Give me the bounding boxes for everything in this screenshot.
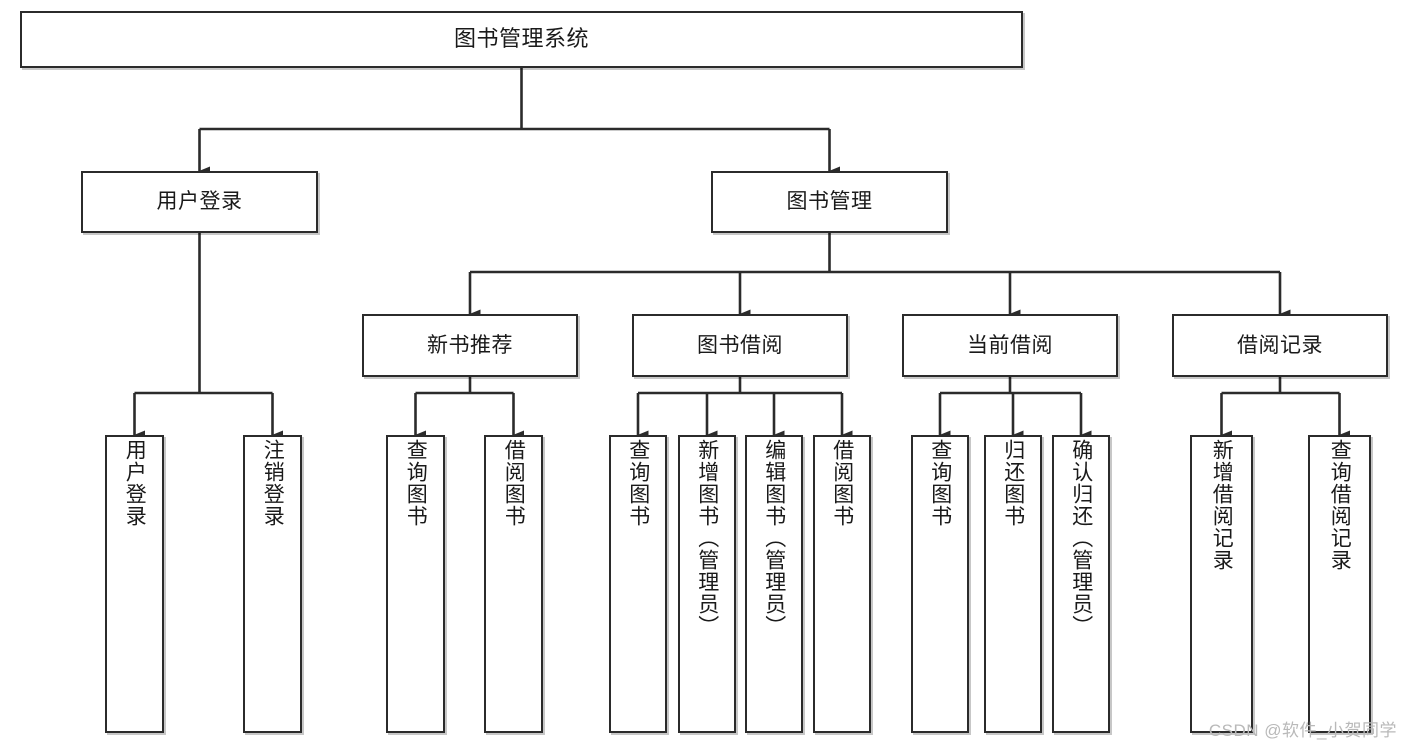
- node-current[interactable]: 当前借阅: [902, 314, 1118, 377]
- node-label: 查询图书: [626, 439, 650, 527]
- node-label: 图书管理: [786, 190, 873, 214]
- node-label: 当前借阅: [967, 333, 1053, 357]
- node-leaf5[interactable]: 查询图书: [609, 435, 667, 733]
- node-root[interactable]: 图书管理系统: [20, 11, 1023, 68]
- node-label: 新增借阅记录: [1210, 439, 1234, 571]
- node-label: 归还图书: [1001, 439, 1025, 527]
- node-label: 查询图书: [404, 439, 428, 527]
- node-leaf2[interactable]: 注销登录: [243, 435, 302, 733]
- node-label: 确认归还（管理员）: [1069, 439, 1093, 637]
- node-borrow[interactable]: 图书借阅: [632, 314, 848, 377]
- node-leaf1[interactable]: 用户登录: [105, 435, 164, 733]
- node-leaf7[interactable]: 编辑图书（管理员）: [745, 435, 803, 733]
- node-label: 查询图书: [928, 439, 952, 527]
- node-label: 图书管理系统: [453, 26, 589, 52]
- node-records[interactable]: 借阅记录: [1172, 314, 1388, 377]
- node-label: 图书借阅: [697, 333, 783, 357]
- node-leaf10[interactable]: 归还图书: [984, 435, 1042, 733]
- node-label: 编辑图书（管理员）: [762, 439, 786, 637]
- node-label: 新增图书（管理员）: [695, 439, 719, 637]
- node-bookmgr[interactable]: 图书管理: [711, 171, 948, 233]
- node-leaf9[interactable]: 查询图书: [911, 435, 969, 733]
- node-label: 用户登录: [123, 439, 147, 527]
- node-leaf11[interactable]: 确认归还（管理员）: [1052, 435, 1110, 733]
- node-label: 借阅图书: [502, 439, 526, 527]
- node-label: 新书推荐: [427, 333, 513, 357]
- node-label: 借阅图书: [830, 439, 854, 527]
- node-leaf6[interactable]: 新增图书（管理员）: [678, 435, 736, 733]
- node-leaf12[interactable]: 新增借阅记录: [1190, 435, 1253, 733]
- node-newbook[interactable]: 新书推荐: [362, 314, 578, 377]
- node-leaf13[interactable]: 查询借阅记录: [1308, 435, 1371, 733]
- node-label: 查询借阅记录: [1328, 439, 1352, 571]
- node-label: 用户登录: [156, 190, 243, 214]
- node-label: 借阅记录: [1237, 333, 1323, 357]
- node-label: 注销登录: [261, 439, 285, 527]
- node-leaf8[interactable]: 借阅图书: [813, 435, 871, 733]
- node-leaf3[interactable]: 查询图书: [386, 435, 445, 733]
- node-login[interactable]: 用户登录: [81, 171, 318, 233]
- node-leaf4[interactable]: 借阅图书: [484, 435, 543, 733]
